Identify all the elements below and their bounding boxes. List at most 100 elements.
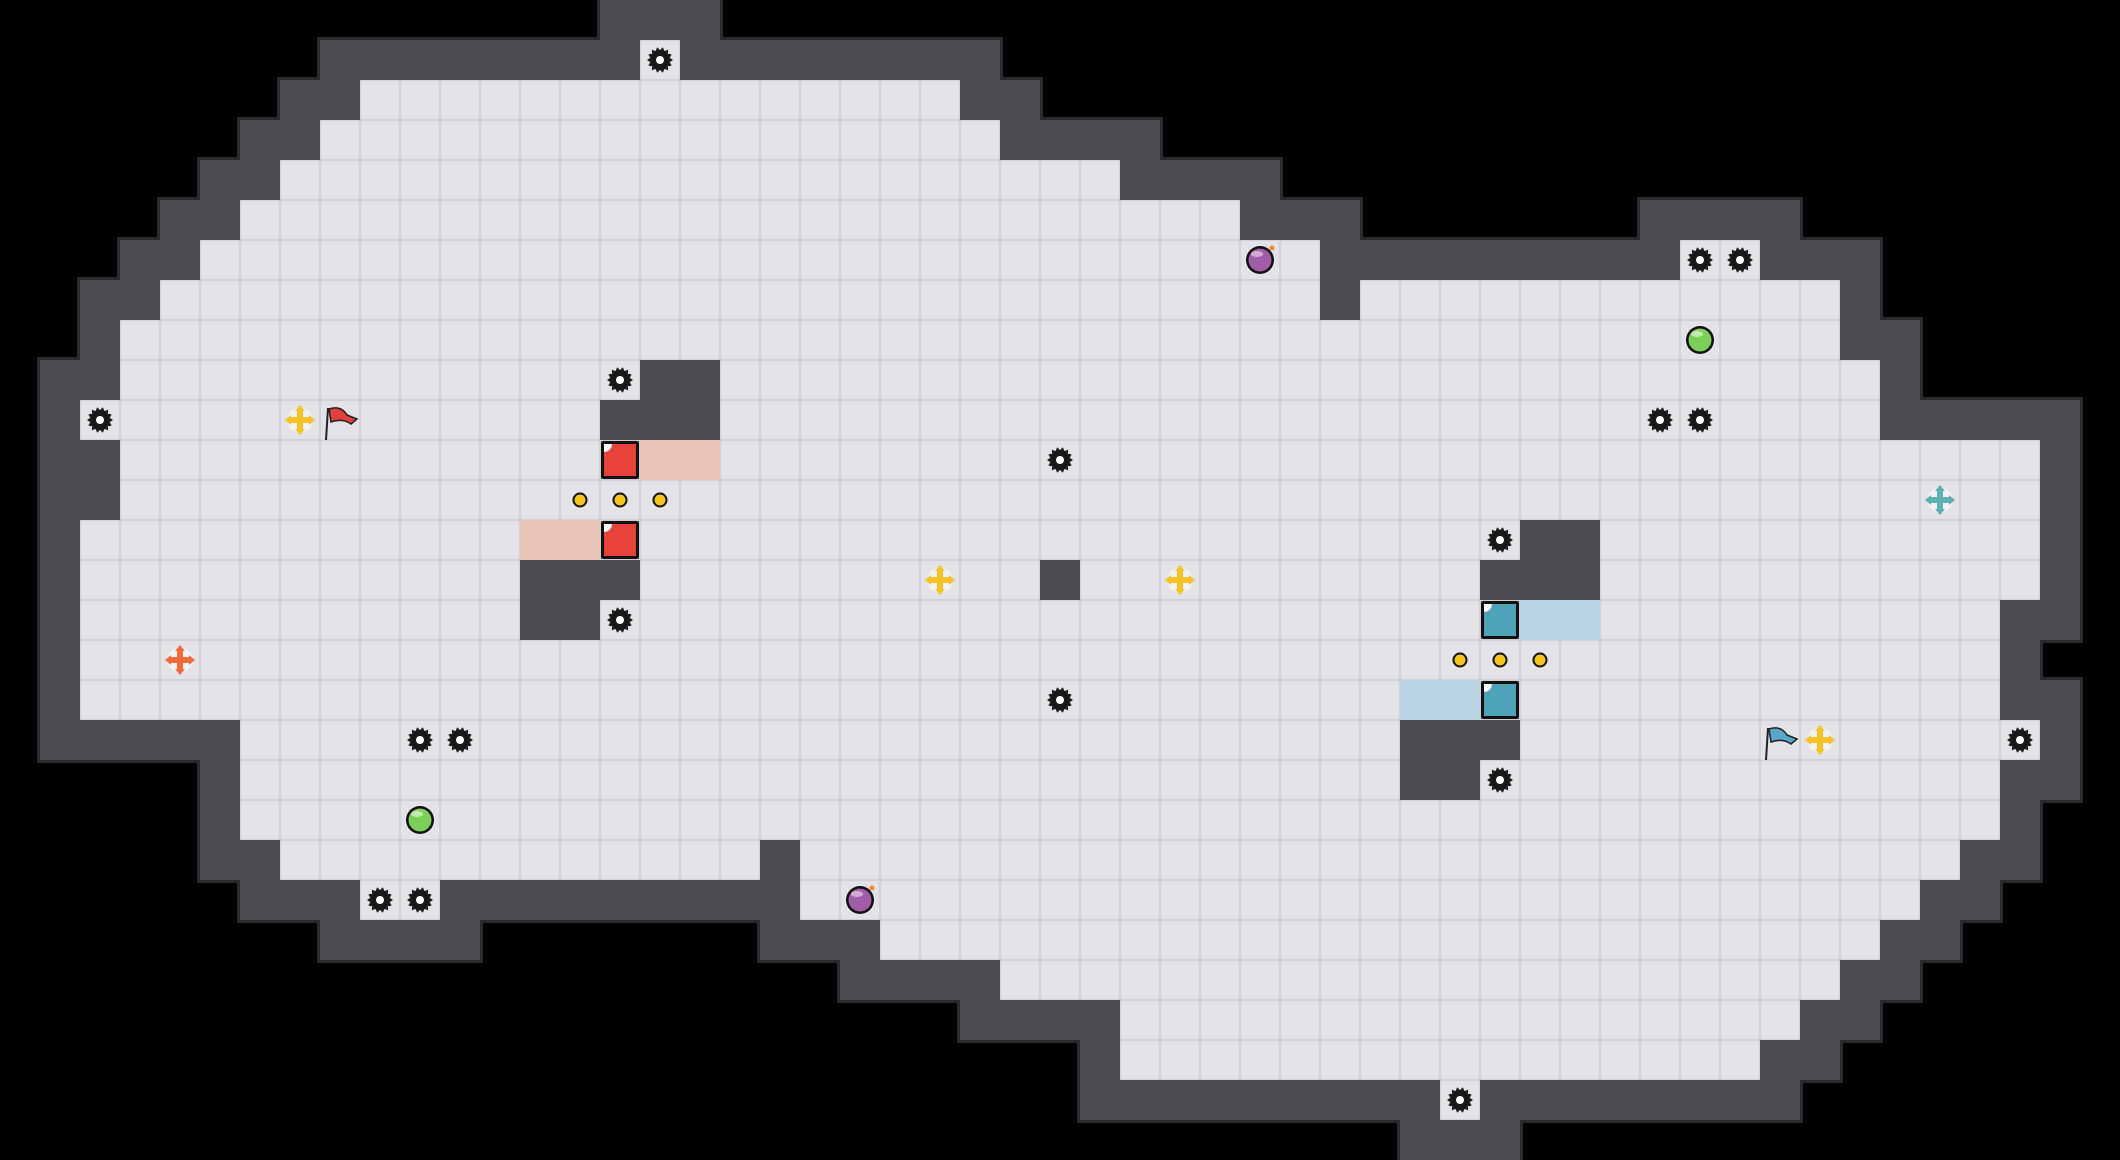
wall-tile — [160, 240, 200, 280]
floor-tile — [681, 481, 719, 519]
floor-tile — [521, 641, 559, 679]
floor-tile — [1241, 841, 1279, 879]
floor-tile — [1201, 441, 1239, 479]
coin-icon — [652, 492, 668, 508]
floor-tile — [1641, 881, 1679, 919]
wall-tile — [40, 720, 80, 760]
floor-tile — [881, 801, 919, 839]
floor-tile — [321, 321, 359, 359]
floor-tile — [441, 761, 479, 799]
wall-tile — [2000, 760, 2040, 800]
wall-tile — [1720, 200, 1760, 240]
floor-tile — [841, 841, 879, 879]
floor-tile — [1001, 921, 1039, 959]
wall-tile — [160, 720, 200, 760]
floor-tile — [801, 801, 839, 839]
floor-tile — [1801, 761, 1839, 799]
wall-tile — [1680, 1080, 1720, 1120]
floor-tile — [1721, 321, 1759, 359]
floor-tile — [1561, 401, 1599, 439]
floor-tile — [1401, 961, 1439, 999]
wall-tile — [1440, 720, 1480, 760]
floor-tile — [1121, 601, 1159, 639]
floor-tile — [1721, 441, 1759, 479]
floor-tile — [1281, 361, 1319, 399]
floor-tile — [1081, 321, 1119, 359]
wall-tile — [1640, 1080, 1680, 1120]
wall-tile — [200, 160, 240, 200]
wall-tile — [840, 40, 880, 80]
floor-tile — [1441, 521, 1479, 559]
floor-tile — [361, 481, 399, 519]
floor-tile — [1361, 801, 1399, 839]
floor-tile — [161, 441, 199, 479]
floor-tile — [201, 681, 239, 719]
floor-tile — [561, 161, 599, 199]
floor-tile — [1841, 561, 1879, 599]
floor-tile — [561, 201, 599, 239]
floor-tile — [961, 481, 999, 519]
floor-tile — [1281, 561, 1319, 599]
floor-tile — [1401, 1041, 1439, 1079]
floor-tile — [281, 721, 319, 759]
wall-tile — [360, 40, 400, 80]
floor-tile — [1321, 361, 1359, 399]
floor-tile — [1961, 521, 1999, 559]
floor-tile — [641, 201, 679, 239]
floor-tile — [1161, 681, 1199, 719]
floor-tile — [1001, 401, 1039, 439]
floor-tile — [321, 641, 359, 679]
floor-tile — [441, 201, 479, 239]
floor-tile — [1401, 441, 1439, 479]
floor-tile — [1201, 481, 1239, 519]
wall-tile — [1000, 80, 1040, 120]
floor-tile — [641, 161, 679, 199]
wall-tile — [80, 360, 120, 400]
wall-tile — [760, 40, 800, 80]
floor-tile — [721, 481, 759, 519]
floor-tile — [841, 401, 879, 439]
floor-tile — [521, 161, 559, 199]
floor-tile — [1001, 721, 1039, 759]
floor-tile — [801, 121, 839, 159]
floor-tile — [241, 321, 279, 359]
floor-tile — [1721, 521, 1759, 559]
gear-icon — [1647, 407, 1673, 433]
floor-tile — [401, 481, 439, 519]
floor-tile — [361, 401, 399, 439]
wall-tile — [1920, 920, 1960, 960]
wall-tile — [840, 920, 880, 960]
floor-tile — [1321, 881, 1359, 919]
floor-tile — [801, 401, 839, 439]
floor-tile — [1521, 921, 1559, 959]
floor-tile — [241, 481, 279, 519]
floor-tile — [961, 641, 999, 679]
floor-tile — [601, 121, 639, 159]
floor-tile — [241, 241, 279, 279]
potion-bomb-icon — [1246, 245, 1275, 274]
floor-tile — [1401, 401, 1439, 439]
floor-tile — [881, 401, 919, 439]
wall-tile — [680, 40, 720, 80]
floor-tile — [1681, 481, 1719, 519]
floor-tile — [1081, 601, 1119, 639]
floor-tile — [761, 561, 799, 599]
wall-tile — [280, 880, 320, 920]
floor-tile — [721, 161, 759, 199]
floor-tile — [1441, 881, 1479, 919]
wall-tile — [1560, 520, 1600, 560]
floor-tile — [641, 321, 679, 359]
floor-tile — [1321, 521, 1359, 559]
floor-tile — [961, 841, 999, 879]
floor-tile — [881, 641, 919, 679]
floor-tile — [1481, 881, 1519, 919]
wall-tile — [1680, 200, 1720, 240]
floor-tile — [1481, 401, 1519, 439]
floor-tile — [1401, 561, 1439, 599]
floor-tile — [761, 441, 799, 479]
floor-tile — [401, 81, 439, 119]
floor-tile — [81, 641, 119, 679]
floor-tile — [1361, 601, 1399, 639]
floor-tile — [801, 841, 839, 879]
wall-tile — [2000, 800, 2040, 840]
